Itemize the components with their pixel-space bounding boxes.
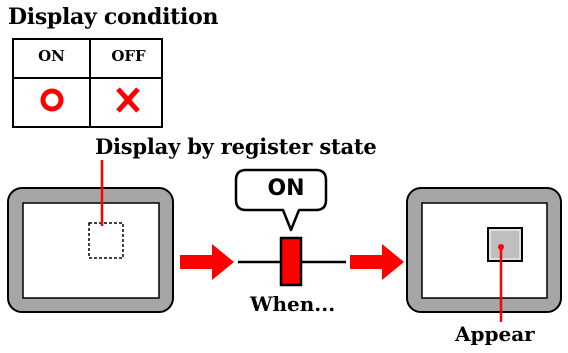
display-condition-title: Display condition [8,4,219,30]
bubble-on-text: ON [267,176,305,201]
register-state-label: Display by register state [95,134,377,159]
register-contact [238,236,346,287]
circle-icon [40,88,64,112]
when-label: When... [250,292,336,316]
appear-label: Appear [455,322,535,346]
hidden-indicator-outline [88,222,124,259]
table-divider-horizontal [14,77,161,79]
table-divider-vertical [89,40,91,126]
header-on: ON [38,47,65,65]
shown-indicator [487,227,523,262]
appear-callout-dot [498,244,504,250]
arrow-right-icon [180,244,234,280]
header-off: OFF [111,47,146,65]
screen-after [406,187,562,313]
arrow-right-icon [350,244,404,280]
screen-before [7,187,174,313]
display-condition-table: ON OFF [12,38,163,128]
on-speech-bubble [234,168,328,232]
cross-icon [116,87,140,113]
